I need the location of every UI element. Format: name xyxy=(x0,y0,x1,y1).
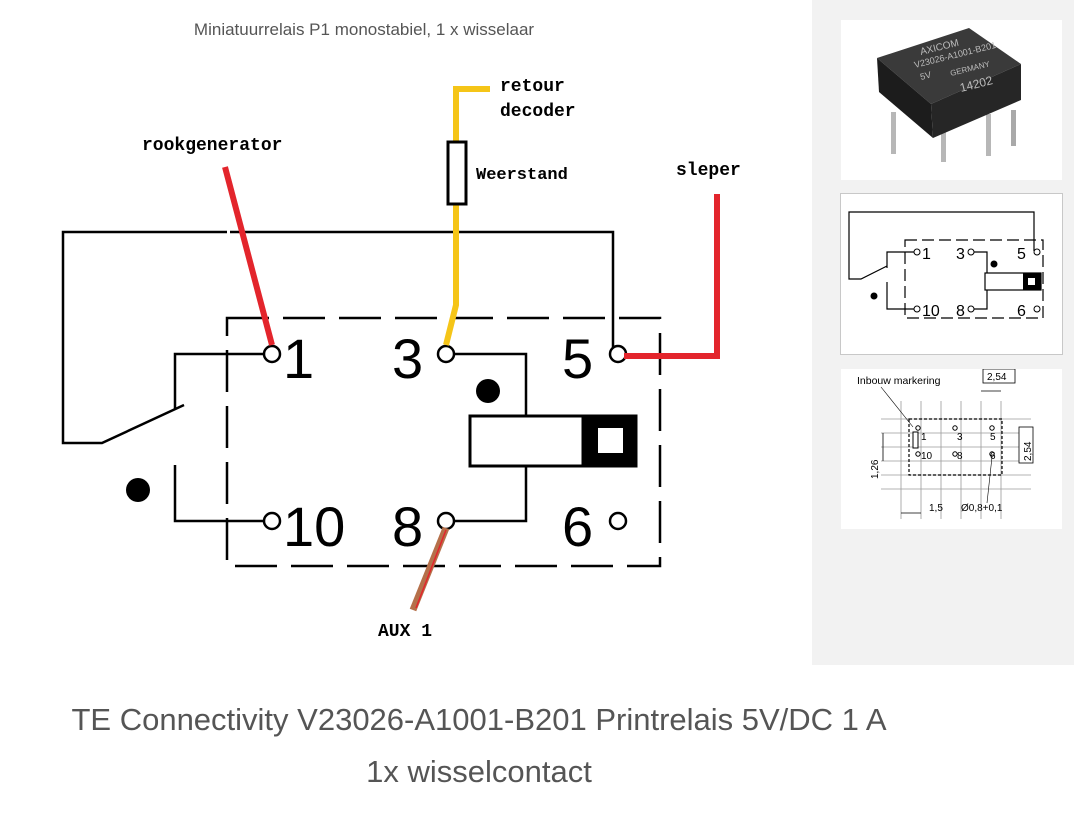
common-pin-wire xyxy=(173,352,264,409)
footprint-pin-5: 5 xyxy=(990,432,996,443)
aux-wire xyxy=(409,526,450,612)
outer-loop-wire xyxy=(61,230,227,445)
schematic-pin-10: 10 xyxy=(922,303,940,320)
retour-label: retour xyxy=(500,77,565,97)
footprint-pin-1: 1 xyxy=(921,432,927,443)
product-title-line-1: TE Connectivity V23026-A1001-B201 Printr… xyxy=(71,702,887,737)
weerstand-label: Weerstand xyxy=(476,166,568,185)
pin-3-label: 3 xyxy=(392,327,423,390)
pin-5-label: 5 xyxy=(562,327,593,390)
coil-end-window xyxy=(598,428,623,453)
pin-1-label: 1 xyxy=(283,327,314,390)
retour-wire xyxy=(443,86,490,346)
footprint-label: Inbouw markering xyxy=(857,375,941,387)
aux-wire-core xyxy=(415,529,447,609)
footprint-hole: Ø0,8+0,1 xyxy=(961,503,1003,514)
product-title-line-2: 1x wisselcontact xyxy=(366,754,592,789)
thumbnail-schematic[interactable]: 1 3 5 10 8 6 xyxy=(840,193,1063,355)
outer-loop-wire-right xyxy=(230,230,615,354)
schematic-pin-6: 6 xyxy=(1017,303,1026,320)
schematic-pin-8: 8 xyxy=(956,303,965,320)
pin-6-label: 6 xyxy=(562,495,593,558)
pin-10-circle xyxy=(262,511,282,531)
coil-wire-bottom xyxy=(454,466,528,523)
footprint-pin-3: 3 xyxy=(957,432,963,443)
footprint-dim-bottom: 1,5 xyxy=(929,503,943,514)
footprint-pin-10: 10 xyxy=(921,451,933,462)
thumbnail-footprint[interactable]: 1 3 5 10 8 6 Inbouw markering 2,54 1,26 … xyxy=(841,369,1062,529)
coil-wire-top xyxy=(454,352,528,416)
footprint-pin-8: 8 xyxy=(957,451,963,462)
footprint-dim-right: 2,54 xyxy=(1023,441,1034,461)
sleper-label: sleper xyxy=(676,161,741,181)
rookgenerator-wire xyxy=(222,166,275,346)
footprint-pin-6: 6 xyxy=(990,451,996,462)
decoder-label: decoder xyxy=(500,102,576,122)
schematic-pin-5: 5 xyxy=(1017,246,1026,263)
nc-pin-wire xyxy=(173,465,264,523)
top-caption: Miniatuurrelais P1 monostabiel, 1 x wiss… xyxy=(193,20,535,39)
switch-dot xyxy=(126,478,150,502)
pin-6-circle xyxy=(608,511,628,531)
relay-wiring-diagram: 1 3 5 10 8 6 rookgenerator retour decode… xyxy=(61,77,741,642)
footprint-dim-top: 2,54 xyxy=(987,372,1007,383)
sleper-wire xyxy=(624,194,720,359)
footprint-dim-left: 1,26 xyxy=(870,459,881,479)
pin-8-circle xyxy=(436,511,456,531)
pin-5-circle xyxy=(608,344,628,364)
schematic-pin-1: 1 xyxy=(922,246,931,263)
photo-voltage: 5V xyxy=(919,70,932,82)
product-title: TE Connectivity V23026-A1001-B201 Printr… xyxy=(0,694,958,798)
weerstand-resistor xyxy=(446,140,468,206)
thumbnail-product-photo[interactable]: AXICOM V23026-A1001-B201 5V GERMANY 1420… xyxy=(841,20,1062,180)
aux-label: AUX 1 xyxy=(378,622,432,642)
pin-10-label: 10 xyxy=(283,495,345,558)
pin-8-label: 8 xyxy=(392,495,423,558)
pin-1-circle xyxy=(262,344,282,364)
coil-polarity-dot xyxy=(476,379,500,403)
pin-3-circle xyxy=(436,344,456,364)
rookgenerator-label: rookgenerator xyxy=(142,136,282,156)
schematic-pin-3: 3 xyxy=(956,246,965,263)
relay-package-outline xyxy=(225,316,662,568)
